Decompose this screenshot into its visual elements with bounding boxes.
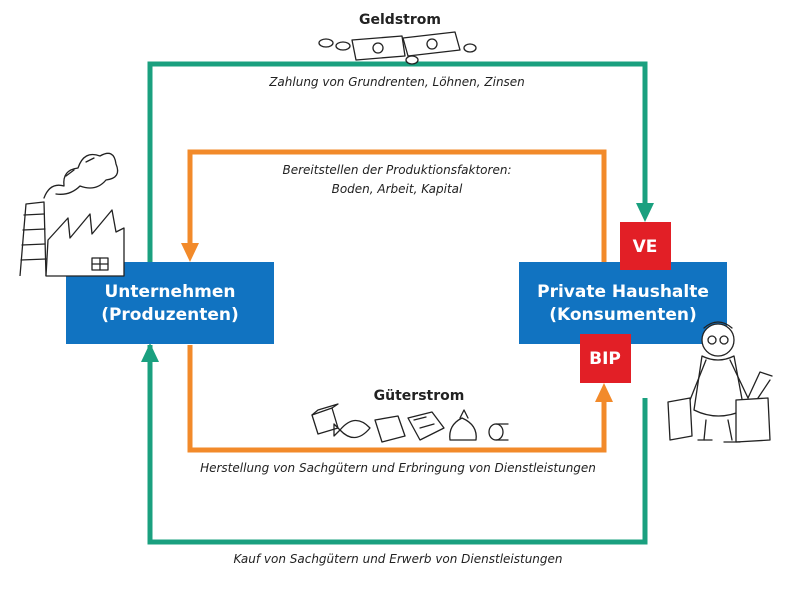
households-box: Private Haushalte (Konsumenten) [519, 262, 727, 344]
producers-label-line1: Unternehmen [104, 282, 235, 302]
goods-flow-line-top [187, 149, 607, 262]
ve-badge-label: VE [633, 237, 658, 257]
goods-flow-line-bottom [187, 345, 607, 453]
producers-box: Unternehmen (Produzenten) [66, 262, 274, 344]
goods-flow-arrowhead-up [595, 383, 613, 402]
goods-flow-arrowhead-down [181, 243, 199, 262]
money-flow-loop [141, 61, 654, 545]
money-flow-line-top [147, 61, 648, 262]
goods-flow-top-label-line2: Boden, Arbeit, Kapital [332, 182, 463, 196]
goods-flow-bottom-label: Herstellung von Sachgütern und Erbringun… [200, 461, 596, 475]
money-flow-title: Geldstrom [359, 12, 441, 28]
producers-label-line2: (Produzenten) [101, 305, 239, 325]
bip-badge: BIP [580, 334, 631, 383]
ve-badge: VE [620, 222, 671, 270]
money-flow-bottom-label: Kauf von Sachgütern und Erwerb von Diens… [233, 552, 562, 566]
goods-flow-title: Güterstrom [374, 388, 465, 404]
factory-icon [19, 152, 125, 277]
money-flow-arrowhead-up [141, 343, 159, 362]
money-flow-line [147, 345, 648, 545]
goods-flow-loop [181, 149, 613, 453]
households-label-line1: Private Haushalte [537, 282, 709, 302]
goods-flow-top-label-line1: Bereitstellen der Produktionsfaktoren: [283, 163, 512, 177]
households-label-line2: (Konsumenten) [549, 305, 697, 325]
shopper-icon [667, 321, 773, 443]
goods-icon [311, 403, 509, 443]
bip-badge-label: BIP [589, 349, 621, 369]
money-flow-arrowhead-down [636, 203, 654, 222]
money-icon [318, 31, 477, 65]
money-flow-top-label: Zahlung von Grundrenten, Löhnen, Zinsen [268, 75, 525, 89]
